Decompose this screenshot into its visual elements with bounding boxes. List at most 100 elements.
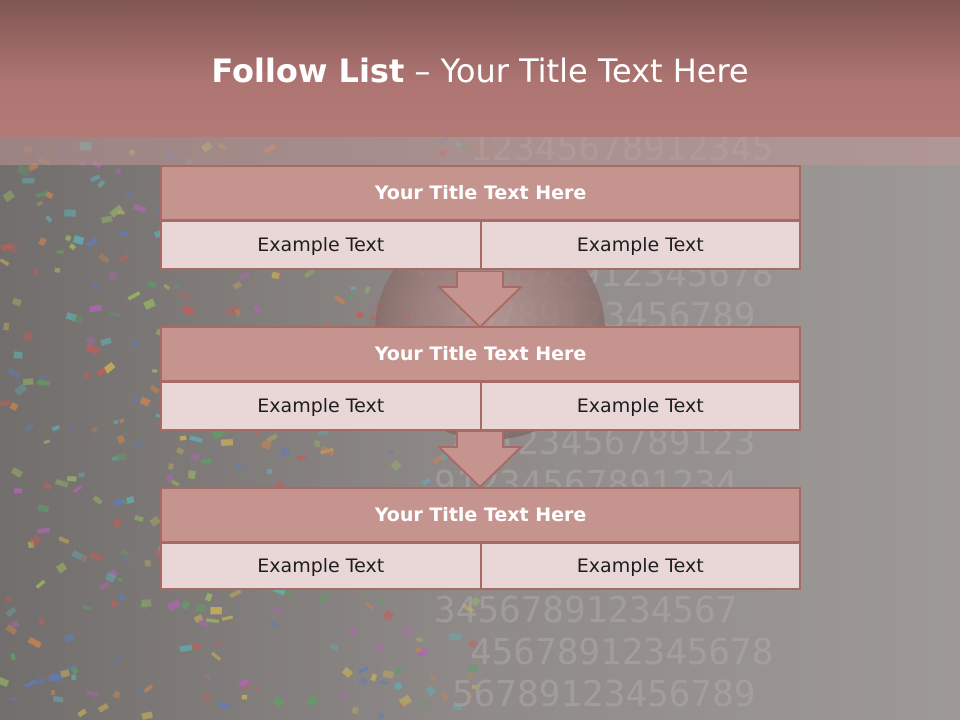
confetti-piece <box>467 664 479 674</box>
confetti-piece <box>77 708 88 718</box>
confetti-piece <box>303 268 316 279</box>
confetti-piece <box>14 488 23 494</box>
header-bar <box>0 0 960 137</box>
confetti-piece <box>120 230 127 236</box>
row-cell-right: Example Text <box>479 220 801 270</box>
confetti-piece <box>5 606 17 618</box>
confetti-piece <box>141 711 153 720</box>
confetti-piece <box>24 422 35 432</box>
slide-title: Follow List – Your Title Text Here <box>0 52 960 90</box>
row-title: Your Title Text Here <box>160 326 801 382</box>
confetti-piece <box>178 292 192 301</box>
confetti-piece <box>64 234 72 242</box>
confetti-piece <box>36 527 50 534</box>
confetti-piece <box>89 304 103 313</box>
confetti-piece <box>37 379 51 386</box>
confetti-piece <box>27 636 42 649</box>
confetti-piece <box>122 556 131 563</box>
confetti-piece <box>179 644 193 652</box>
confetti-piece <box>378 712 385 720</box>
confetti-piece <box>271 271 280 280</box>
confetti-piece <box>364 601 375 611</box>
confetti-piece <box>210 606 222 615</box>
confetti-piece <box>149 385 160 394</box>
confetti-piece <box>125 191 135 199</box>
confetti-piece <box>271 606 282 616</box>
confetti-piece <box>141 599 152 607</box>
confetti-piece <box>201 458 212 464</box>
confetti-piece <box>320 445 335 457</box>
confetti-piece <box>382 670 394 679</box>
confetti-piece <box>68 243 77 251</box>
confetti-piece <box>375 642 384 650</box>
confetti-piece <box>149 515 161 527</box>
confetti-piece <box>42 481 52 491</box>
confetti-piece <box>197 619 210 628</box>
confetti-piece <box>97 179 106 189</box>
confetti-piece <box>468 639 478 649</box>
confetti-piece <box>349 295 354 300</box>
confetti-piece <box>92 495 103 505</box>
confetti-piece <box>211 651 222 661</box>
confetti-piece <box>313 440 321 448</box>
list-row-1: Your Title Text Here Example Text Exampl… <box>160 165 801 270</box>
confetti-piece <box>351 706 359 715</box>
confetti-piece <box>70 314 83 323</box>
confetti-piece <box>229 589 242 599</box>
confetti-piece <box>204 592 213 602</box>
confetti-piece <box>81 554 87 563</box>
confetti-piece <box>132 203 147 213</box>
confetti-piece <box>318 592 330 603</box>
confetti-piece <box>2 190 15 203</box>
confetti-piece <box>97 703 109 713</box>
confetti-piece <box>152 369 158 373</box>
confetti-piece <box>36 200 44 207</box>
confetti-piece <box>22 378 34 386</box>
confetti-piece <box>107 271 118 281</box>
confetti-piece <box>32 268 40 276</box>
confetti-piece <box>333 294 346 305</box>
list-row-2: Your Title Text Here Example Text Exampl… <box>160 326 801 431</box>
confetti-piece <box>146 280 157 289</box>
confetti-piece <box>394 681 403 691</box>
confetti-piece <box>260 440 272 450</box>
confetti-piece <box>119 418 125 424</box>
confetti-piece <box>111 517 123 529</box>
confetti-piece <box>104 571 117 584</box>
confetti-piece <box>9 402 19 412</box>
confetti-piece <box>66 475 77 482</box>
confetti-piece <box>4 597 12 602</box>
confetti-piece <box>37 504 50 513</box>
digits-row: 45678912345678 <box>470 632 773 673</box>
confetti-piece <box>388 450 395 456</box>
confetti-piece <box>466 671 475 680</box>
confetti-piece <box>471 684 478 690</box>
confetti-piece <box>341 666 354 679</box>
confetti-piece <box>9 696 19 702</box>
confetti-piece <box>43 439 51 445</box>
confetti-piece <box>163 283 171 291</box>
confetti-piece <box>338 690 351 702</box>
confetti-piece <box>425 685 437 697</box>
confetti-piece <box>117 577 124 583</box>
confetti-piece <box>82 605 92 611</box>
confetti-piece <box>78 472 85 478</box>
confetti-piece <box>38 618 45 625</box>
row-cell-left: Example Text <box>160 220 482 270</box>
confetti-piece <box>266 433 278 444</box>
slide-title-rest: – Your Title Text Here <box>404 52 749 90</box>
confetti-piece <box>214 641 222 647</box>
confetti-piece <box>350 286 356 291</box>
confetti-piece <box>111 656 122 665</box>
confetti-piece <box>116 434 126 445</box>
confetti-piece <box>266 468 273 475</box>
confetti-piece <box>72 235 85 245</box>
confetti-piece <box>72 485 83 494</box>
confetti-piece <box>65 312 77 322</box>
confetti-piece <box>200 692 213 704</box>
confetti-piece <box>166 598 182 612</box>
confetti-piece <box>206 618 220 624</box>
confetti-piece <box>0 400 11 406</box>
confetti-piece <box>111 600 118 608</box>
confetti-piece <box>14 383 28 396</box>
